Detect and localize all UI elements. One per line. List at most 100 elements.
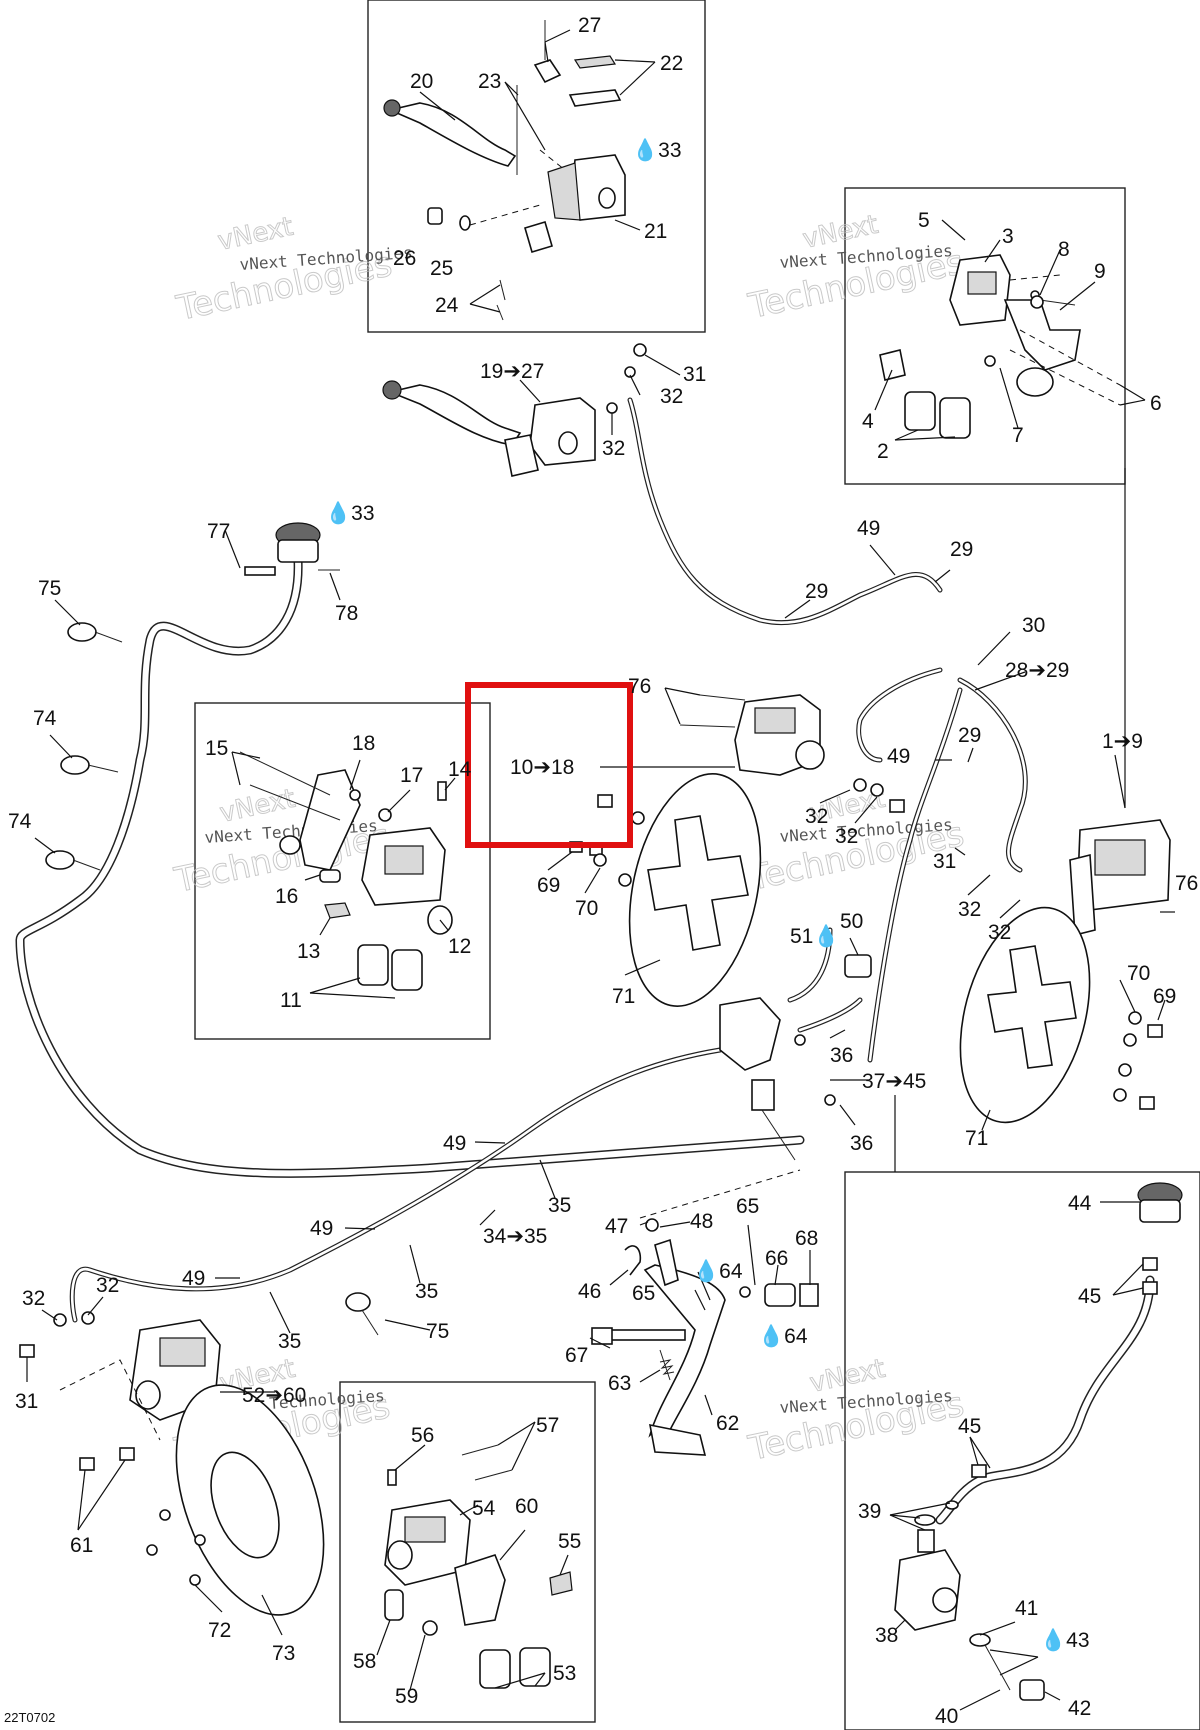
callout-5[interactable]: 5 xyxy=(918,209,930,232)
callout-28-29[interactable]: 28➔29 xyxy=(1005,659,1069,682)
callout-51[interactable]: 51💧 xyxy=(790,923,840,948)
callout-49[interactable]: 49 xyxy=(182,1267,205,1290)
callout-70[interactable]: 70 xyxy=(1127,962,1150,985)
callout-35[interactable]: 35 xyxy=(278,1330,301,1353)
callout-70[interactable]: 70 xyxy=(575,897,598,920)
callout-7[interactable]: 7 xyxy=(1012,424,1024,447)
callout-17[interactable]: 17 xyxy=(400,764,423,787)
callout-49[interactable]: 49 xyxy=(887,745,910,768)
callout-48[interactable]: 48 xyxy=(690,1210,713,1233)
callout-44[interactable]: 44 xyxy=(1068,1192,1092,1215)
callout-49[interactable]: 49 xyxy=(310,1217,333,1240)
callout-4[interactable]: 4 xyxy=(862,410,874,433)
callout-58[interactable]: 58 xyxy=(353,1650,376,1673)
callout-64[interactable]: 💧64 xyxy=(758,1323,808,1348)
callout-22[interactable]: 22 xyxy=(660,52,683,75)
callout-39[interactable]: 39 xyxy=(858,1500,881,1523)
callout-35[interactable]: 35 xyxy=(548,1194,571,1217)
callout-49[interactable]: 49 xyxy=(857,517,880,540)
callout-69[interactable]: 69 xyxy=(537,874,560,897)
callout-54[interactable]: 54 xyxy=(472,1497,496,1520)
callout-32[interactable]: 32 xyxy=(988,921,1011,944)
callout-71[interactable]: 71 xyxy=(612,985,635,1008)
callout-69[interactable]: 69 xyxy=(1153,985,1176,1008)
callout-32[interactable]: 32 xyxy=(835,825,858,848)
callout-31[interactable]: 31 xyxy=(15,1390,38,1413)
callout-34-35[interactable]: 34➔35 xyxy=(483,1225,547,1248)
callout-19-27[interactable]: 19➔27 xyxy=(480,360,544,383)
callout-65[interactable]: 65 xyxy=(632,1282,655,1305)
callout-49[interactable]: 49 xyxy=(443,1132,466,1155)
callout-11[interactable]: 11 xyxy=(280,989,302,1012)
callout-18[interactable]: 18 xyxy=(352,732,375,755)
callout-16[interactable]: 16 xyxy=(275,885,298,908)
callout-59[interactable]: 59 xyxy=(395,1685,418,1708)
callout-27[interactable]: 27 xyxy=(578,14,601,37)
callout-13[interactable]: 13 xyxy=(297,940,320,963)
callout-30[interactable]: 30 xyxy=(1022,614,1045,637)
callout-29[interactable]: 29 xyxy=(805,580,828,603)
callout-24[interactable]: 24 xyxy=(435,294,459,317)
callout-62[interactable]: 62 xyxy=(716,1412,739,1435)
callout-47[interactable]: 47 xyxy=(605,1215,628,1238)
callout-23[interactable]: 23 xyxy=(478,70,501,93)
callout-3[interactable]: 3 xyxy=(1002,225,1014,248)
callout-64[interactable]: 💧64 xyxy=(693,1258,743,1283)
callout-61[interactable]: 61 xyxy=(70,1534,93,1557)
callout-6[interactable]: 6 xyxy=(1150,392,1162,415)
callout-74[interactable]: 74 xyxy=(33,707,57,730)
callout-26[interactable]: 26 xyxy=(393,247,416,270)
callout-66[interactable]: 66 xyxy=(765,1247,788,1270)
callout-63[interactable]: 63 xyxy=(608,1372,631,1395)
callout-32[interactable]: 32 xyxy=(660,385,683,408)
callout-40[interactable]: 40 xyxy=(935,1705,958,1728)
callout-50[interactable]: 50 xyxy=(840,910,863,933)
callout-77[interactable]: 77 xyxy=(207,520,230,543)
callout-32[interactable]: 32 xyxy=(958,898,981,921)
callout-76[interactable]: 76 xyxy=(1175,872,1198,895)
callout-37-45[interactable]: 37➔45 xyxy=(862,1070,926,1093)
callout-10-18[interactable]: 10➔18 xyxy=(510,756,574,779)
callout-52-60[interactable]: 52➔60 xyxy=(242,1384,306,1407)
callout-33[interactable]: 💧33 xyxy=(325,500,375,525)
callout-20[interactable]: 20 xyxy=(410,70,433,93)
callout-32[interactable]: 32 xyxy=(96,1274,119,1297)
callout-65[interactable]: 65 xyxy=(736,1195,759,1218)
callout-68[interactable]: 68 xyxy=(795,1227,818,1250)
callout-67[interactable]: 67 xyxy=(565,1344,588,1367)
callout-36[interactable]: 36 xyxy=(850,1132,873,1155)
callout-73[interactable]: 73 xyxy=(272,1642,295,1665)
callout-55[interactable]: 55 xyxy=(558,1530,581,1553)
callout-15[interactable]: 15 xyxy=(205,737,228,760)
callout-71[interactable]: 71 xyxy=(965,1127,988,1150)
callout-32[interactable]: 32 xyxy=(602,437,625,460)
callout-57[interactable]: 57 xyxy=(536,1414,559,1437)
callout-60[interactable]: 60 xyxy=(515,1495,538,1518)
callout-29[interactable]: 29 xyxy=(950,538,973,561)
callout-46[interactable]: 46 xyxy=(578,1280,601,1303)
callout-76[interactable]: 76 xyxy=(628,675,651,698)
callout-35[interactable]: 35 xyxy=(415,1280,438,1303)
callout-21[interactable]: 21 xyxy=(644,220,667,243)
callout-1-9[interactable]: 1➔9 xyxy=(1102,730,1143,753)
callout-42[interactable]: 42 xyxy=(1068,1697,1091,1720)
callout-75[interactable]: 75 xyxy=(38,577,61,600)
callout-32[interactable]: 32 xyxy=(805,805,828,828)
callout-12[interactable]: 12 xyxy=(448,935,471,958)
callout-75[interactable]: 75 xyxy=(426,1320,449,1343)
callout-53[interactable]: 53 xyxy=(553,1662,576,1685)
callout-32[interactable]: 32 xyxy=(22,1287,45,1310)
callout-45[interactable]: 45 xyxy=(958,1415,981,1438)
callout-31[interactable]: 31 xyxy=(683,363,706,386)
callout-2[interactable]: 2 xyxy=(877,440,889,463)
callout-8[interactable]: 8 xyxy=(1058,238,1070,261)
callout-31[interactable]: 31 xyxy=(933,850,956,873)
callout-36[interactable]: 36 xyxy=(830,1044,853,1067)
callout-78[interactable]: 78 xyxy=(335,602,358,625)
callout-74[interactable]: 74 xyxy=(8,810,32,833)
callout-43[interactable]: 💧43 xyxy=(1040,1627,1090,1652)
callout-38[interactable]: 38 xyxy=(875,1624,898,1647)
callout-41[interactable]: 41 xyxy=(1015,1597,1038,1620)
callout-56[interactable]: 56 xyxy=(411,1424,434,1447)
callout-29[interactable]: 29 xyxy=(958,724,981,747)
